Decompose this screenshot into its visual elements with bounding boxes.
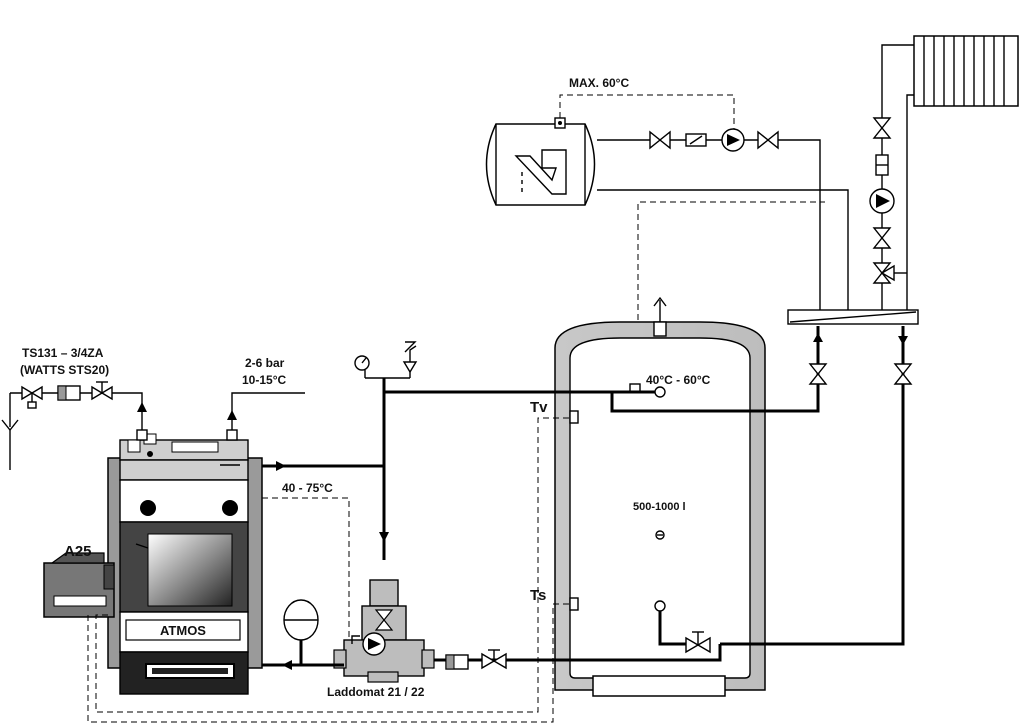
safety-valve-icon — [402, 341, 418, 374]
ts-label: Ts — [530, 587, 546, 604]
pressure-label: 2-6 bar — [245, 356, 285, 370]
radiator-mixing-valve — [872, 262, 907, 284]
return-filter — [445, 654, 469, 670]
dhw-valve-left — [649, 130, 671, 150]
header-valve-right — [893, 363, 913, 385]
ts131-label: TS131 – 3/4ZA — [22, 346, 104, 360]
laddomat-unit — [333, 579, 435, 683]
radiator — [913, 35, 1019, 107]
boiler — [107, 433, 263, 695]
atmos-label: ATMOS — [160, 623, 206, 638]
ts131-valve-right — [91, 381, 113, 401]
header-valve-left — [808, 363, 828, 385]
a25-label: A25 — [64, 543, 92, 560]
bottom-valve — [685, 631, 711, 654]
dhw-pump-icon — [721, 128, 745, 152]
ts131-filter — [57, 385, 81, 401]
return-temp-label: 40 - 75°C — [282, 481, 333, 495]
pressure-gauge-icon — [354, 355, 370, 371]
radiator-valve-middle — [872, 227, 892, 249]
firebox-window — [147, 533, 233, 607]
radiator-pump-icon — [869, 188, 895, 214]
ts131-valve-left — [21, 385, 43, 409]
sensor-tv — [569, 410, 579, 424]
radiator-valve-top — [872, 117, 892, 139]
tv-label: Tv — [530, 399, 548, 416]
sensor-ts — [569, 597, 579, 611]
upper-temp-label: 40°C - 60°C — [646, 373, 711, 387]
hot-water-heater — [485, 117, 596, 206]
tank-top-vent — [653, 321, 667, 337]
volume-label: 500-1000 l — [633, 501, 686, 513]
accumulation-tank — [554, 296, 766, 697]
watts-label: (WATTS STS20) — [20, 363, 109, 377]
laddomat-label: Laddomat 21 / 22 — [327, 685, 425, 699]
expansion-vessel — [283, 599, 319, 665]
max-temp-label: MAX. 60°C — [569, 76, 629, 90]
dhw-valve-right — [757, 130, 779, 150]
faucet-icon — [514, 149, 567, 195]
tank-base — [592, 675, 726, 697]
cold-temp-label: 10-15°C — [242, 373, 286, 387]
dhw-check-valve — [685, 133, 707, 147]
burner-a25 — [43, 552, 115, 618]
laddomat-pump-icon — [362, 632, 386, 656]
return-valve — [481, 649, 507, 670]
hydraulic-header — [787, 309, 919, 325]
